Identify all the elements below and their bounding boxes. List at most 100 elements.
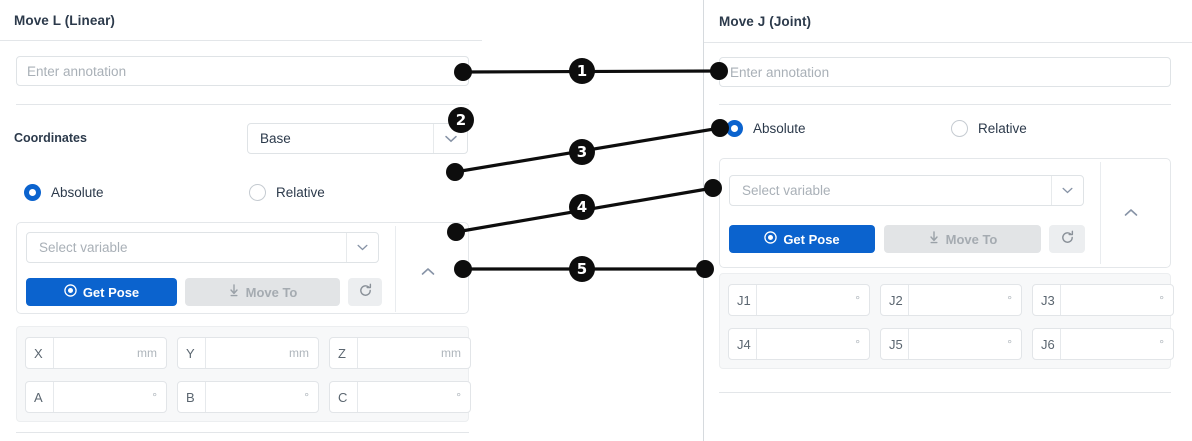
field-label: A (34, 389, 43, 405)
get-pose-button-right[interactable]: Get Pose (729, 225, 875, 253)
refresh-button-left[interactable] (348, 278, 382, 306)
move-down-icon (928, 231, 940, 247)
field-unit: ° (1007, 293, 1012, 307)
target-dot-icon (764, 231, 778, 247)
field-unit: ° (855, 337, 860, 351)
callout-badge-5: 5 (569, 256, 595, 282)
field-label: J2 (889, 292, 903, 308)
joint-field-j4[interactable]: J4° (728, 328, 870, 360)
field-unit: ° (1159, 337, 1164, 351)
pose-field-b[interactable]: B° (177, 381, 319, 413)
annotation-placeholder-right: Enter annotation (730, 64, 830, 80)
collapse-chevron-up-icon-left[interactable] (421, 264, 435, 279)
field-unit: ° (855, 293, 860, 307)
card-divider (395, 226, 396, 312)
radio-dot-icon (24, 184, 41, 201)
field-value: ° (1061, 293, 1173, 307)
divider (16, 432, 469, 433)
get-pose-button-left[interactable]: Get Pose (26, 278, 177, 306)
coordinates-select[interactable]: Base (247, 123, 468, 154)
radio-absolute-left[interactable]: Absolute (24, 184, 104, 201)
divider (704, 42, 1192, 43)
select-variable-right[interactable]: Select variable (729, 175, 1084, 206)
callout-badge-3: 3 (569, 139, 595, 165)
pose-field-a[interactable]: A° (25, 381, 167, 413)
callout-badge-2: 2 (448, 107, 474, 133)
field-separator (357, 382, 358, 412)
joint-field-j3[interactable]: J3 ° (1032, 284, 1174, 316)
pose-field-c[interactable]: C° (329, 381, 471, 413)
divider (16, 104, 469, 105)
callout-badge-1: 1 (569, 58, 595, 84)
field-unit: mm (137, 346, 157, 360)
annotation-input-right[interactable]: Enter annotation (719, 57, 1171, 87)
field-label: J6 (1041, 336, 1055, 352)
move-to-button-left[interactable]: Move To (185, 278, 340, 306)
radio-absolute-label-right: Absolute (753, 121, 806, 136)
field-value: mm (54, 346, 166, 360)
field-value: ° (358, 390, 470, 404)
chevron-down-icon (1051, 176, 1083, 205)
field-label: Z (338, 345, 346, 361)
select-variable-placeholder-left: Select variable (39, 240, 128, 255)
field-unit: ° (1007, 337, 1012, 351)
joint-field-j2[interactable]: J2 ° (880, 284, 1022, 316)
field-value: ° (909, 337, 1021, 351)
chevron-down-icon (346, 233, 378, 262)
radio-circle-icon (249, 184, 266, 201)
refresh-icon (358, 283, 373, 301)
field-separator (53, 382, 54, 412)
field-unit: ° (1159, 293, 1164, 307)
radio-relative-left[interactable]: Relative (249, 184, 325, 201)
field-unit: ° (152, 390, 157, 404)
joint-field-j5[interactable]: J5 ° (880, 328, 1022, 360)
radio-dot-icon (726, 120, 743, 137)
field-value: ° (1061, 337, 1173, 351)
field-value: ° (757, 337, 869, 351)
divider (719, 104, 1171, 105)
move-j-panel-title: Move J (Joint) (719, 14, 812, 29)
move-to-button-right[interactable]: Move To (884, 225, 1041, 253)
field-label: J3 (1041, 292, 1055, 308)
select-variable-left[interactable]: Select variable (26, 232, 379, 263)
field-unit: ° (304, 390, 309, 404)
radio-relative-label-left: Relative (276, 185, 325, 200)
radio-relative-right[interactable]: Relative (951, 120, 1027, 137)
radio-circle-icon (951, 120, 968, 137)
field-separator (908, 329, 909, 359)
move-to-label-left: Move To (245, 284, 298, 300)
field-label: J1 (737, 292, 751, 308)
field-separator (205, 338, 206, 368)
refresh-button-right[interactable] (1049, 225, 1085, 253)
field-label: J5 (889, 336, 903, 352)
field-label: Y (186, 345, 195, 361)
divider (719, 392, 1171, 393)
field-label: X (34, 345, 43, 361)
field-separator (908, 285, 909, 315)
field-value: mm (358, 346, 470, 360)
annotation-input-left[interactable]: Enter annotation (16, 56, 469, 86)
coordinates-label: Coordinates (14, 131, 87, 145)
radio-absolute-right[interactable]: Absolute (726, 120, 806, 137)
annotation-placeholder-left: Enter annotation (27, 63, 127, 79)
joint-field-j1[interactable]: J1 ° (728, 284, 870, 316)
field-separator (205, 382, 206, 412)
collapse-chevron-up-icon-right[interactable] (1124, 205, 1138, 220)
move-down-icon (228, 284, 240, 300)
field-separator (1060, 285, 1061, 315)
field-separator (357, 338, 358, 368)
field-separator (756, 285, 757, 315)
refresh-icon (1060, 230, 1075, 248)
field-separator (53, 338, 54, 368)
chevron-down-icon (433, 124, 467, 153)
joint-field-j6[interactable]: J6 ° (1032, 328, 1174, 360)
field-label: B (186, 389, 195, 405)
field-separator (756, 329, 757, 359)
coordinates-selected-value: Base (260, 131, 291, 146)
select-variable-placeholder-right: Select variable (742, 183, 831, 198)
callout-badge-4: 4 (569, 194, 595, 220)
